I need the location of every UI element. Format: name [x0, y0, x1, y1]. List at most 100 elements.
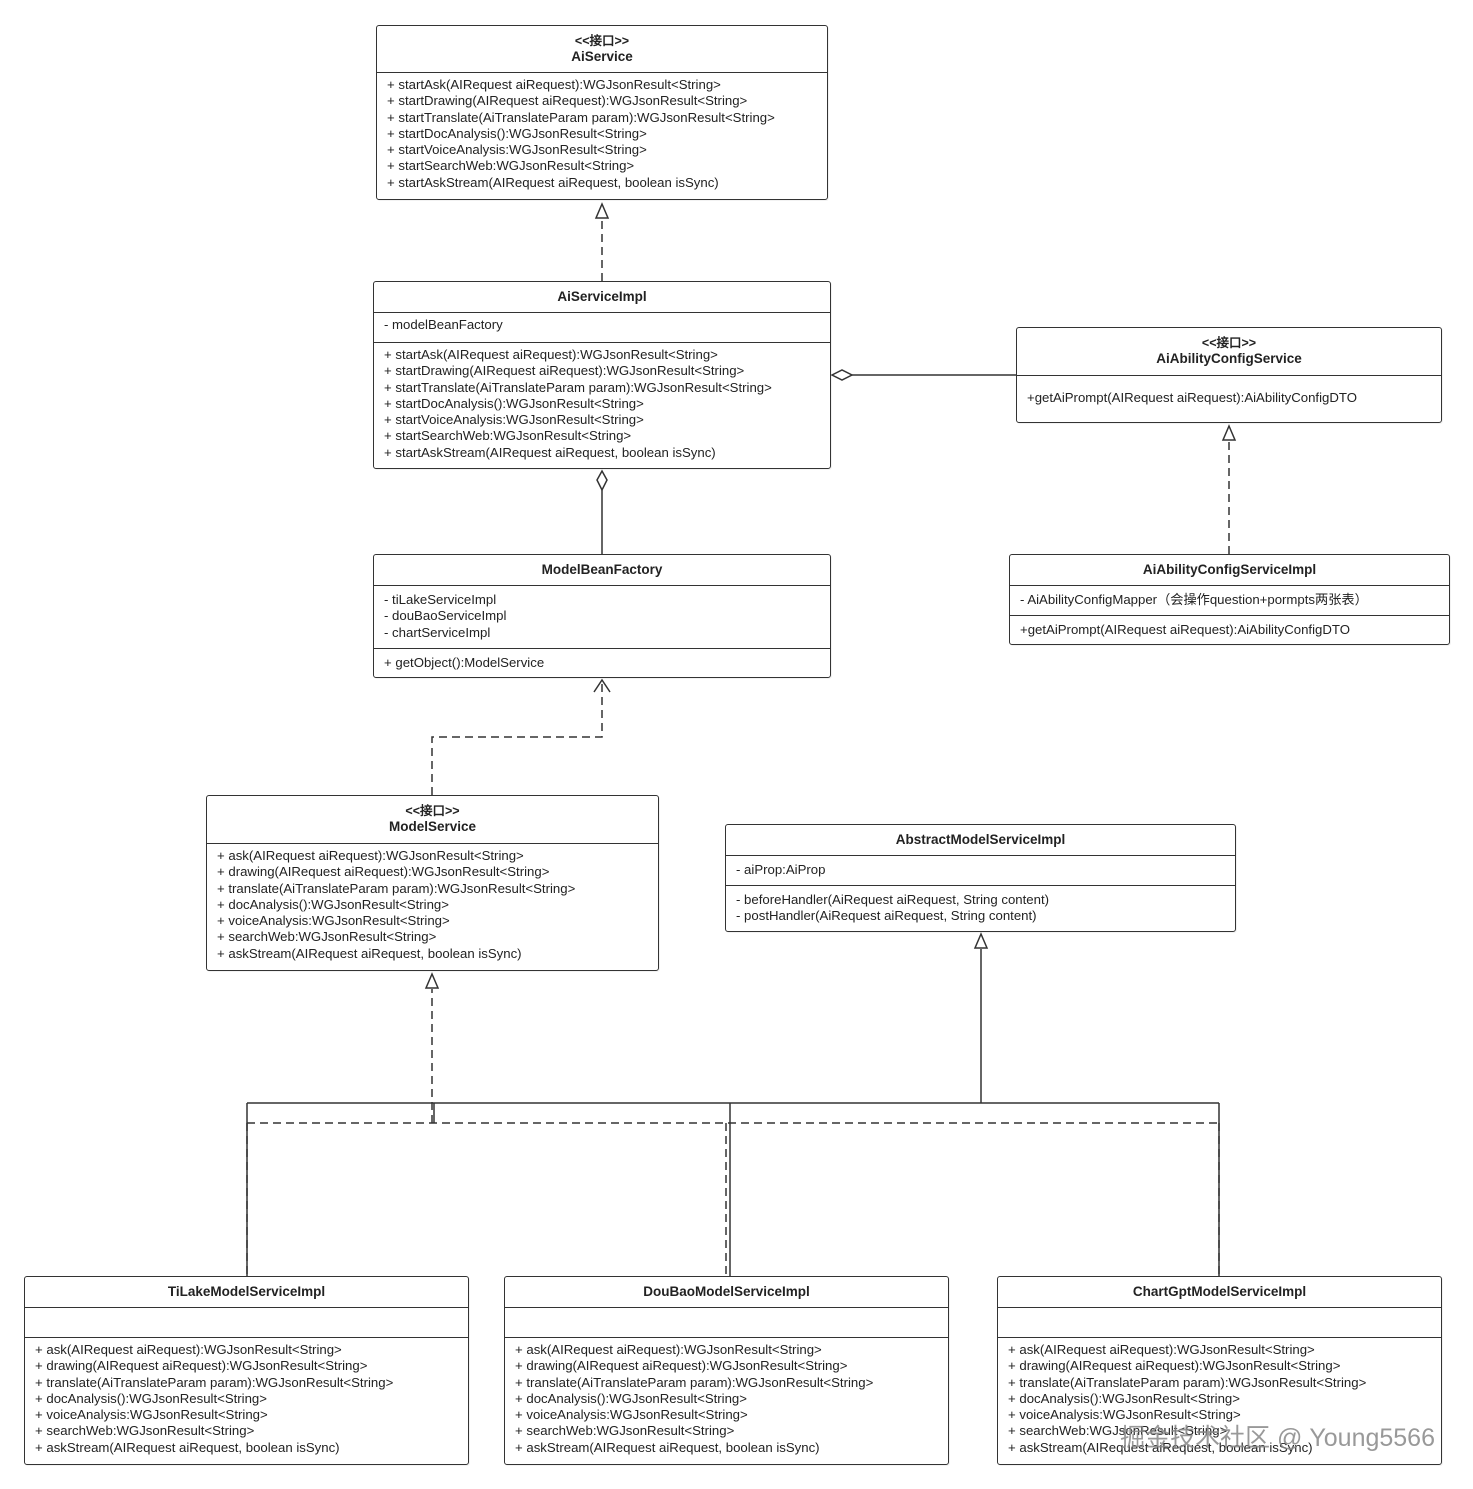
class-aiserviceimpl[interactable]: AiServiceImpl - modelBeanFactory + start… — [373, 281, 831, 469]
methods-section: + ask(AIRequest aiRequest):WGJsonResult<… — [998, 1338, 1441, 1460]
attributes-section: - aiProp:AiProp — [726, 856, 1235, 886]
methods-section: + ask(AIRequest aiRequest):WGJsonResult<… — [207, 844, 658, 966]
class-name: ModelService — [388, 819, 477, 834]
class-aiabilityconfigservice[interactable]: <<接口>> AiAbilityConfigService +getAiProm… — [1016, 327, 1442, 423]
hollow-triangle-arrow — [973, 932, 989, 949]
method-line: + askStream(AIRequest aiRequest, boolean… — [515, 1439, 820, 1455]
hollow-diamond — [830, 369, 854, 381]
method-line: +getAiPrompt(AIRequest aiRequest):AiAbil… — [1020, 622, 1350, 637]
class-chartgptmodelserviceimpl[interactable]: ChartGptModelServiceImpl + ask(AIRequest… — [997, 1276, 1442, 1465]
method-line: + startDocAnalysis():WGJsonResult<String… — [384, 395, 644, 411]
methods-section: - beforeHandler(AiRequest aiRequest, Str… — [726, 886, 1235, 929]
open-arrow-head — [593, 678, 611, 693]
method-line: + docAnalysis():WGJsonResult<String> — [217, 896, 449, 912]
class-header: AiAbilityConfigServiceImpl — [1010, 555, 1449, 586]
class-aiservice[interactable]: <<接口>> AiService + startAsk(AIRequest ai… — [376, 25, 828, 200]
method-line: + docAnalysis():WGJsonResult<String> — [1008, 1390, 1240, 1406]
class-name: ChartGptModelServiceImpl — [1132, 1284, 1307, 1299]
class-name: AbstractModelServiceImpl — [895, 832, 1066, 847]
method-line: + startAsk(AIRequest aiRequest):WGJsonRe… — [387, 77, 721, 92]
method-line: + startVoiceAnalysis:WGJsonResult<String… — [384, 412, 644, 428]
attribute-line: - AiAbilityConfigMapper（会操作question+porm… — [1020, 592, 1368, 607]
class-header: ChartGptModelServiceImpl — [998, 1277, 1441, 1308]
method-line: + startAskStream(AIRequest aiRequest, bo… — [384, 444, 716, 460]
attribute-line: - douBaoServiceImpl — [384, 608, 507, 624]
class-name: AiService — [571, 48, 633, 64]
class-name: ModelBeanFactory — [541, 562, 663, 577]
method-line: + askStream(AIRequest aiRequest, boolean… — [217, 945, 522, 961]
method-line: + ask(AIRequest aiRequest):WGJsonResult<… — [217, 848, 524, 863]
method-line: + drawing(AIRequest aiRequest):WGJsonRes… — [217, 864, 550, 880]
method-line: - beforeHandler(AiRequest aiRequest, Str… — [736, 892, 1050, 907]
class-doubaomodelserviceimpl[interactable]: DouBaoModelServiceImpl + ask(AIRequest a… — [504, 1276, 949, 1465]
class-name: DouBaoModelServiceImpl — [643, 1284, 810, 1299]
method-line: + startTranslate(AiTranslateParam param)… — [384, 379, 772, 395]
method-line: + askStream(AIRequest aiRequest, boolean… — [1008, 1439, 1313, 1455]
method-line: + ask(AIRequest aiRequest):WGJsonResult<… — [35, 1342, 342, 1357]
method-line: + startTranslate(AiTranslateParam param)… — [387, 109, 775, 125]
attributes-section — [998, 1308, 1441, 1338]
class-name: TiLakeModelServiceImpl — [167, 1284, 326, 1299]
method-line: + translate(AiTranslateParam param):WGJs… — [35, 1374, 394, 1390]
realization-impls-modelservice — [246, 989, 1220, 1276]
method-line: + startAsk(AIRequest aiRequest):WGJsonRe… — [384, 347, 718, 362]
class-header: <<接口>> AiService — [377, 26, 827, 73]
class-modelbeanfactory[interactable]: ModelBeanFactory - tiLakeServiceImpl- do… — [373, 554, 831, 678]
method-line: + drawing(AIRequest aiRequest):WGJsonRes… — [35, 1358, 368, 1374]
hollow-triangle-arrow — [424, 972, 440, 989]
attributes-section — [25, 1308, 468, 1338]
method-line: + searchWeb:WGJsonResult<String> — [1008, 1423, 1228, 1439]
method-line: - postHandler(AiRequest aiRequest, Strin… — [736, 908, 1037, 924]
attribute-line: - modelBeanFactory — [384, 317, 503, 332]
methods-section: +getAiPrompt(AIRequest aiRequest):AiAbil… — [1017, 376, 1441, 410]
class-header: AbstractModelServiceImpl — [726, 825, 1235, 856]
method-line: + docAnalysis():WGJsonResult<String> — [515, 1390, 747, 1406]
class-name: AiAbilityConfigServiceImpl — [1142, 562, 1317, 577]
method-line: + startSearchWeb:WGJsonResult<String> — [384, 428, 632, 444]
method-line: + startDrawing(AIRequest aiRequest):WGJs… — [384, 363, 745, 379]
method-line: + voiceAnalysis:WGJsonResult<String> — [35, 1407, 268, 1423]
stereotype-label: <<接口>> — [574, 33, 630, 48]
class-tilakemodelserviceimpl[interactable]: TiLakeModelServiceImpl + ask(AIRequest a… — [24, 1276, 469, 1465]
method-line: + voiceAnalysis:WGJsonResult<String> — [515, 1407, 748, 1423]
method-line: +getAiPrompt(AIRequest aiRequest):AiAbil… — [1027, 390, 1357, 405]
method-line: + startDocAnalysis():WGJsonResult<String… — [387, 125, 647, 141]
method-line: + voiceAnalysis:WGJsonResult<String> — [217, 913, 450, 929]
method-line: + translate(AiTranslateParam param):WGJs… — [1008, 1374, 1367, 1390]
class-header: TiLakeModelServiceImpl — [25, 1277, 468, 1308]
class-aiabilityconfigserviceimpl[interactable]: AiAbilityConfigServiceImpl - AiAbilityCo… — [1009, 554, 1450, 645]
method-line: + ask(AIRequest aiRequest):WGJsonResult<… — [1008, 1342, 1315, 1357]
stereotype-label: <<接口>> — [1201, 336, 1257, 350]
class-header: DouBaoModelServiceImpl — [505, 1277, 948, 1308]
method-line: + translate(AiTranslateParam param):WGJs… — [515, 1374, 874, 1390]
method-line: + searchWeb:WGJsonResult<String> — [515, 1423, 735, 1439]
watermark: 掘金技术社区 @ Young5566 — [1120, 1424, 1435, 1452]
method-line: + ask(AIRequest aiRequest):WGJsonResult<… — [515, 1342, 822, 1357]
class-modelservice[interactable]: <<接口>> ModelService + ask(AIRequest aiRe… — [206, 795, 659, 971]
method-line: + startAskStream(AIRequest aiRequest, bo… — [387, 174, 719, 190]
class-header: <<接口>> AiAbilityConfigService — [1017, 328, 1441, 376]
method-line: + startSearchWeb:WGJsonResult<String> — [387, 158, 635, 174]
class-name: AiServiceImpl — [557, 289, 647, 304]
method-line: + startDrawing(AIRequest aiRequest):WGJs… — [387, 93, 748, 109]
method-line: + translate(AiTranslateParam param):WGJs… — [217, 880, 576, 896]
method-line: + voiceAnalysis:WGJsonResult<String> — [1008, 1407, 1241, 1423]
methods-section: + getObject():ModelService — [374, 649, 830, 675]
class-name: AiAbilityConfigService — [1156, 351, 1302, 366]
method-line: + startVoiceAnalysis:WGJsonResult<String… — [387, 142, 647, 158]
methods-section: +getAiPrompt(AIRequest aiRequest):AiAbil… — [1010, 616, 1449, 642]
attributes-section — [505, 1308, 948, 1338]
class-header: ModelBeanFactory — [374, 555, 830, 586]
method-line: + docAnalysis():WGJsonResult<String> — [35, 1390, 267, 1406]
methods-section: + ask(AIRequest aiRequest):WGJsonResult<… — [25, 1338, 468, 1460]
methods-section: + startAsk(AIRequest aiRequest):WGJsonRe… — [374, 343, 830, 465]
dependency-modelservice-factory — [431, 681, 603, 795]
attributes-section: - tiLakeServiceImpl- douBaoServiceImpl- … — [374, 586, 830, 649]
class-abstractmodelserviceimpl[interactable]: AbstractModelServiceImpl - aiProp:AiProp… — [725, 824, 1236, 932]
hollow-triangle-arrow — [594, 202, 610, 219]
stereotype-label: <<接口>> — [405, 804, 460, 818]
method-line: + getObject():ModelService — [384, 655, 545, 670]
attributes-section: - modelBeanFactory — [374, 313, 830, 343]
